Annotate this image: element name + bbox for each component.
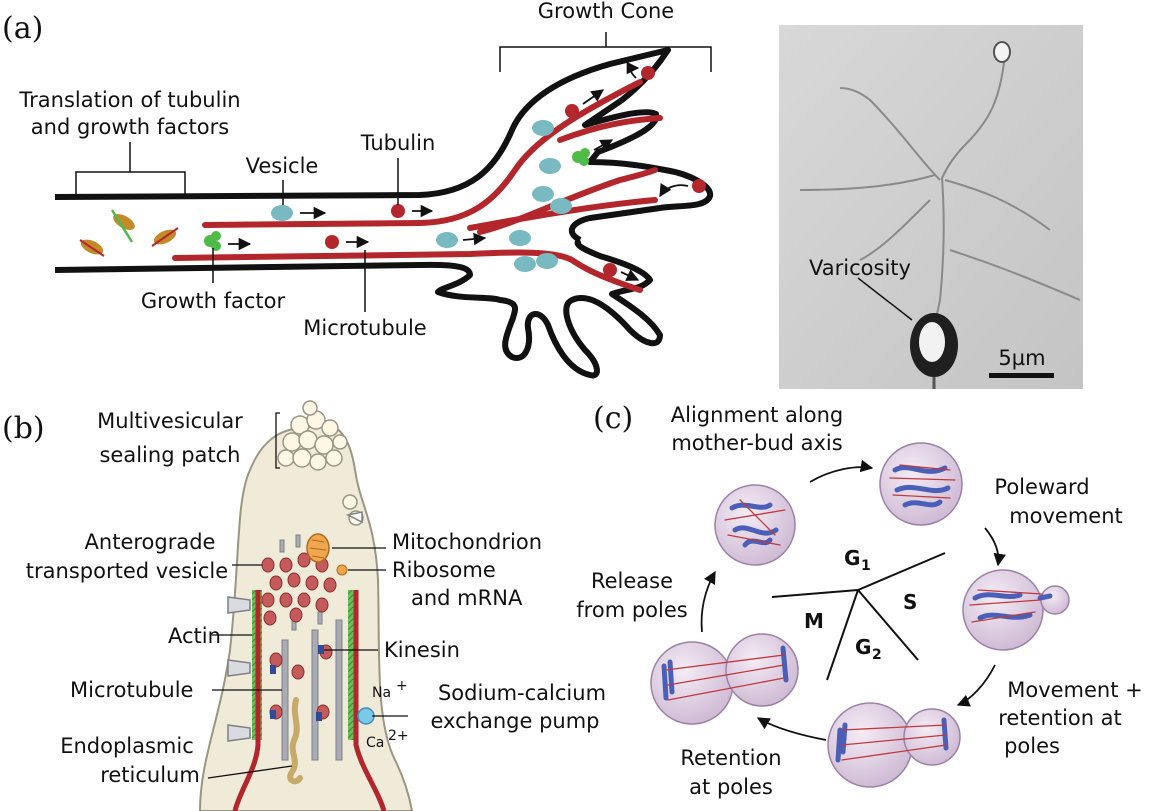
label-actin: Actin bbox=[168, 624, 221, 648]
label-anterograde-line1: Anterograde bbox=[85, 530, 216, 554]
label-retention-line1: Retention bbox=[680, 746, 781, 770]
axon-terminal bbox=[198, 423, 414, 811]
label-alignment-line2: mother-bud axis bbox=[671, 431, 842, 455]
label-retention-line2: at poles bbox=[689, 775, 773, 799]
label-microtubule-b: Microtubule bbox=[70, 678, 193, 702]
label-growth-cone: Growth Cone bbox=[538, 0, 674, 23]
endoplasmic-reticulum bbox=[287, 697, 303, 785]
membrane-channels bbox=[227, 511, 363, 742]
label-pump-line2: exchange pump bbox=[431, 709, 600, 733]
motion-arrows bbox=[228, 61, 689, 281]
membrane-red-right bbox=[353, 590, 387, 811]
panel-b: (b) bbox=[2, 400, 606, 811]
tubulin-dots bbox=[325, 66, 706, 277]
cycle-arrows bbox=[700, 459, 1006, 741]
label-ca: Ca bbox=[366, 735, 384, 751]
neurite-processes bbox=[799, 54, 1081, 323]
actin-right bbox=[348, 590, 358, 740]
microtubule-rods bbox=[279, 534, 343, 761]
label-microtubule-a: Microtubule bbox=[303, 316, 426, 340]
label-anterograde-line2: transported vesicle bbox=[26, 559, 228, 583]
label-sealing-line1: Multivesicular bbox=[97, 409, 243, 433]
label-ribosome-line2: and mRNA bbox=[411, 586, 523, 610]
label-movement-line2: retention at bbox=[998, 706, 1122, 730]
phase-g1-sub: 1 bbox=[861, 558, 871, 574]
label-pump-line1: Sodium-calcium bbox=[438, 681, 606, 705]
label-vesicle: Vesicle bbox=[246, 154, 319, 178]
label-tubulin: Tubulin bbox=[360, 131, 436, 155]
mitochondrion bbox=[306, 533, 330, 563]
membrane-red-left bbox=[232, 590, 261, 811]
label-release-line1: Release bbox=[591, 569, 673, 593]
phase-g2: G bbox=[855, 635, 871, 659]
label-alignment-line1: Alignment along bbox=[671, 403, 843, 427]
annotation-lines-b bbox=[207, 412, 408, 779]
label-movement-line3: poles bbox=[1004, 734, 1060, 758]
label-growth-factor: Growth factor bbox=[141, 289, 286, 313]
label-ribosome-line1: Ribosome bbox=[392, 558, 496, 582]
panel-b-label: (b) bbox=[2, 411, 45, 446]
microtubules bbox=[172, 79, 663, 293]
phase-g1: G bbox=[844, 546, 860, 570]
cycle-lines bbox=[771, 552, 946, 681]
label-sealing-line2: sealing patch bbox=[99, 443, 240, 467]
vesicles bbox=[271, 120, 572, 272]
label-mitochondrion: Mitochondrion bbox=[392, 530, 542, 554]
axon-membrane-top bbox=[54, 47, 713, 243]
axon-membrane-bottom bbox=[54, 237, 663, 379]
label-er-line1: Endoplasmic bbox=[60, 734, 194, 758]
phase-m: M bbox=[804, 609, 824, 633]
label-movement-line1: Movement + bbox=[1007, 678, 1143, 702]
varicosity-highlight bbox=[919, 322, 945, 362]
label-release-line2: from poles bbox=[576, 598, 687, 622]
panel-a-label: (a) bbox=[2, 11, 43, 46]
label-translation-line1: Translation of tubulin bbox=[18, 88, 240, 112]
label-kinesin: Kinesin bbox=[384, 638, 460, 662]
ribosome bbox=[336, 564, 348, 576]
label-er-line2: reticulum bbox=[100, 763, 200, 787]
kinesin-motors bbox=[270, 645, 324, 721]
scale-bar bbox=[989, 373, 1054, 378]
ribosome-strands bbox=[79, 209, 179, 257]
label-poleward-line2: movement bbox=[1009, 504, 1123, 528]
phase-s: S bbox=[903, 590, 917, 614]
varicosity-leader bbox=[857, 277, 913, 321]
annotation-lines-a bbox=[75, 32, 712, 312]
panel-c-label: (c) bbox=[593, 401, 633, 436]
sodium-calcium-pump bbox=[357, 707, 375, 725]
label-na: Na bbox=[372, 685, 391, 701]
label-na-charge: + bbox=[396, 678, 408, 694]
distal-blob bbox=[993, 41, 1011, 63]
chromosomes bbox=[661, 464, 1053, 763]
label-poleward-line1: Poleward bbox=[994, 475, 1089, 499]
panel-c: (c) bbox=[576, 401, 1142, 799]
micrograph: Varicosity 5µm bbox=[779, 25, 1083, 389]
panel-a: (a) bbox=[2, 0, 1083, 389]
label-varicosity: Varicosity bbox=[809, 256, 911, 280]
phase-g2-sub: 2 bbox=[872, 647, 882, 663]
growth-factor-clusters bbox=[204, 148, 590, 251]
label-scale-bar: 5µm bbox=[998, 346, 1045, 370]
label-translation-line2: and growth factors bbox=[31, 115, 229, 139]
sealing-patch bbox=[277, 400, 364, 526]
label-ca-charge: 2+ bbox=[388, 728, 409, 744]
